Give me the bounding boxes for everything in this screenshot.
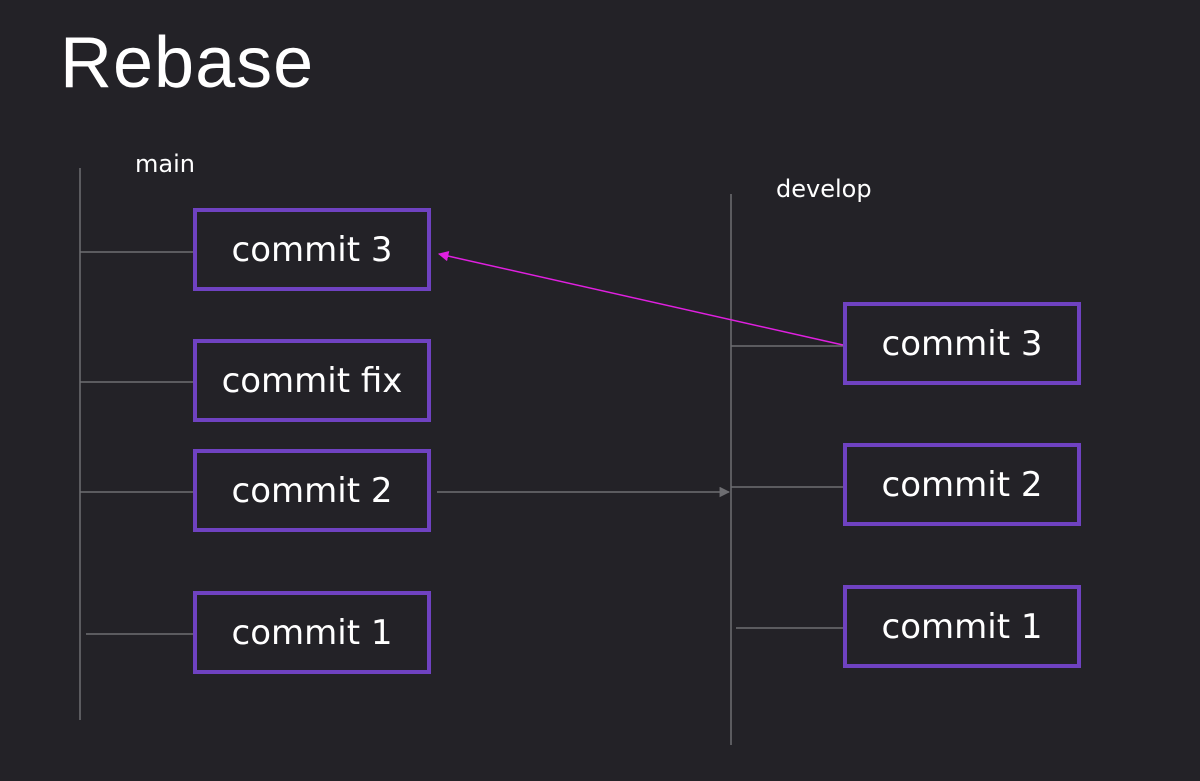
rebase-arrow [437, 250, 844, 346]
main-commit-1-box[interactable]: commit 1 [193, 591, 431, 674]
commit-label: commit fix [221, 360, 403, 401]
commit-label: commit 2 [881, 464, 1043, 505]
develop-branch-label: develop [776, 175, 872, 203]
develop-commit-3-box[interactable]: commit 3 [843, 302, 1081, 385]
develop-commit-1-box[interactable]: commit 1 [843, 585, 1081, 668]
main-commit-2-box[interactable]: commit 2 [193, 449, 431, 532]
main-branch-label: main [135, 150, 195, 178]
commit-label: commit 3 [231, 229, 393, 270]
commit-label: commit 1 [231, 612, 393, 653]
main-commit-fix-box[interactable]: commit fix [193, 339, 431, 422]
commit-label: commit 2 [231, 470, 393, 511]
page-title: Rebase [60, 23, 315, 103]
commit-label: commit 3 [881, 323, 1043, 364]
main-commit-3-box[interactable]: commit 3 [193, 208, 431, 291]
develop-commit-2-box[interactable]: commit 2 [843, 443, 1081, 526]
commit-label: commit 1 [881, 606, 1043, 647]
